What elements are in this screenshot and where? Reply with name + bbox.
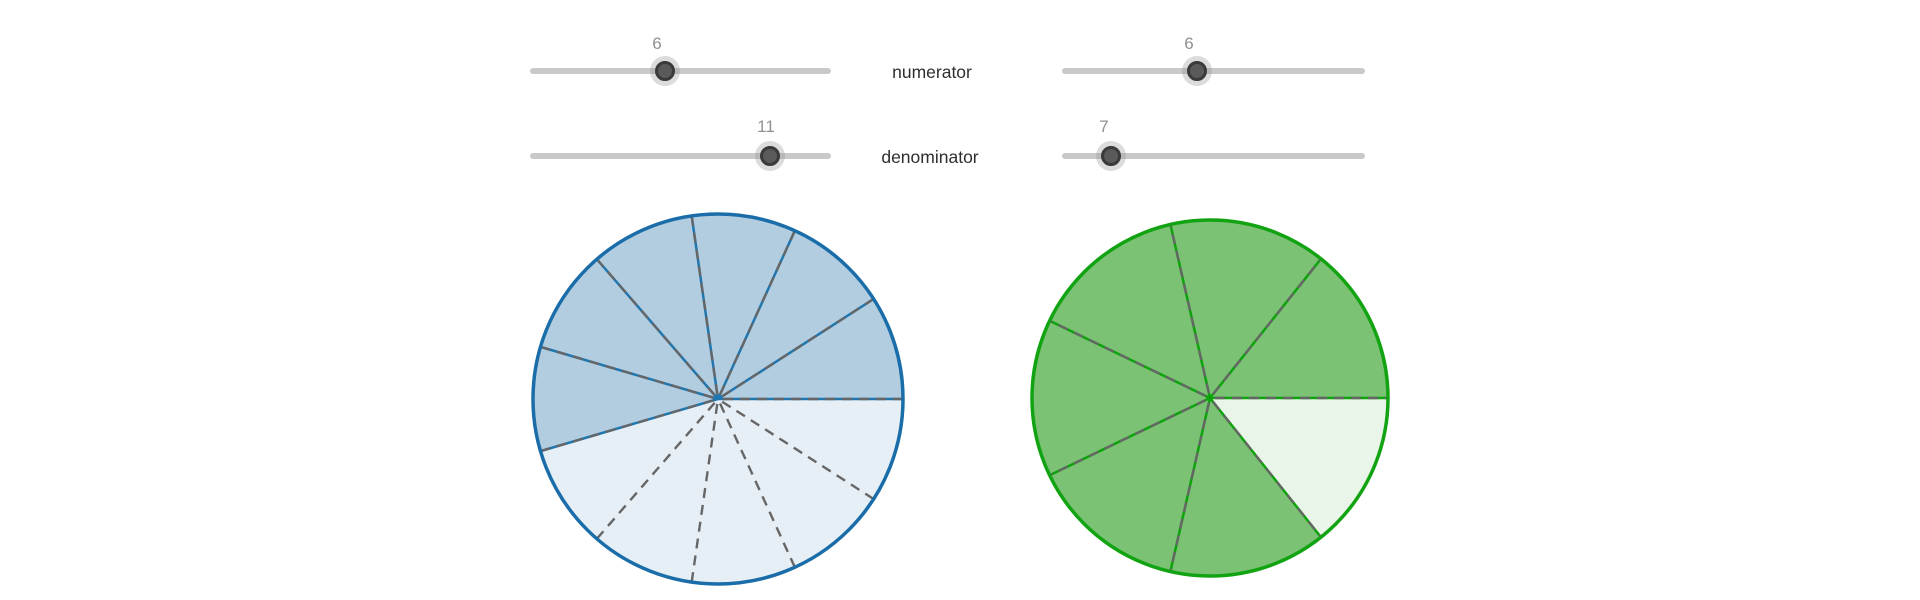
fraction-circle-right <box>1030 218 1390 578</box>
numerator-left-slider-value: 6 <box>652 34 662 53</box>
denominator-left-slider-handle[interactable] <box>760 146 780 166</box>
denominator-right-slider-track[interactable] <box>1062 153 1365 159</box>
denominator-right-slider-value: 7 <box>1099 117 1109 136</box>
fraction-circle-left <box>531 212 905 586</box>
numerator-right-slider-track[interactable] <box>1062 68 1365 74</box>
numerator-left-slider-track[interactable] <box>530 68 831 74</box>
denominator-left-slider-value: 11 <box>757 117 775 136</box>
numerator-right-slider-handle[interactable] <box>1187 61 1207 81</box>
numerator-left-slider-handle[interactable] <box>655 61 675 81</box>
denominator-label: denominator <box>881 147 979 167</box>
denominator-left-slider-track[interactable] <box>530 153 831 159</box>
numerator-right-slider-value: 6 <box>1184 34 1194 53</box>
numerator-label: numerator <box>892 62 972 82</box>
denominator-right-slider-handle[interactable] <box>1101 146 1121 166</box>
